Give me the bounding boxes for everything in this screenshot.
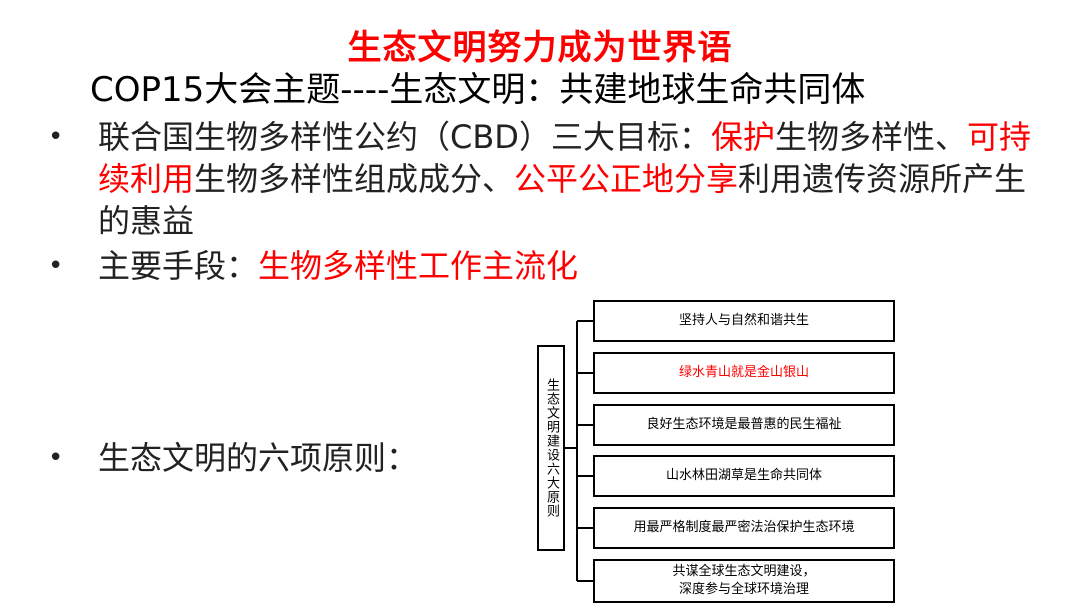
principle-label: 绿水青山就是金山银山 [678, 365, 809, 380]
principle-node: 良好生态环境是最普惠的民生福祉 [593, 404, 895, 446]
diagram-root-label: 生态文明建设六大原则 [544, 378, 559, 518]
highlight-protect: 保护 [710, 118, 775, 156]
principle-label: 用最严格制度最严密法治保护生态环境 [633, 520, 855, 535]
bullet-marker: • [48, 251, 64, 281]
principle-node: 用最严格制度最严密法治保护生态环境 [593, 507, 895, 549]
principle-node: 绿水青山就是金山银山 [593, 352, 895, 394]
bullet-marker: • [48, 122, 64, 152]
principle-node: 山水林田湖草是生命共同体 [593, 455, 895, 497]
principle-label: 良好生态环境是最普惠的民生福祉 [646, 417, 842, 432]
bullet-label: 主要手段： [98, 247, 259, 285]
bullet-text-part: 联合国生物多样性公约（CBD）三大目标： [98, 118, 711, 156]
principle-node: 坚持人与自然和谐共生 [593, 300, 895, 342]
slide-subtitle: COP15大会主题----生态文明：共建地球生命共同体 [90, 70, 866, 110]
bullet-label: 生态文明的六项原则： [98, 439, 419, 477]
bullet-text: 联合国生物多样性公约（CBD）三大目标：保护生物多样性、可持续利用生物多样性组成… [98, 116, 1058, 242]
principle-label: 坚持人与自然和谐共生 [678, 313, 809, 328]
principles-diagram: 生态文明建设六大原则 坚持人与自然和谐共生 绿水青山就是金山银山 良好生态环境是… [530, 296, 910, 608]
bullet-text: 生态文明的六项原则： [98, 437, 1058, 479]
connector-lines [565, 320, 593, 582]
principle-node: 共谋全球生态文明建设， 深度参与全球环境治理 [593, 559, 895, 603]
bullet-text-part: 生物多样性组成成分、 [194, 160, 515, 198]
bullet-marker: • [48, 443, 64, 473]
bullet-text: 主要手段：生物多样性工作主流化 [98, 245, 1058, 287]
slide-title: 生态文明努力成为世界语 [347, 28, 733, 68]
highlight-mainstreaming: 生物多样性工作主流化 [258, 247, 579, 285]
highlight-sustainable-use: 可持续利用 [98, 118, 1031, 198]
principle-label: 山水林田湖草是生命共同体 [665, 468, 822, 483]
highlight-fair-sharing: 公平公正地分享 [514, 160, 739, 198]
bullet-text-part: 生物多样性、 [774, 118, 967, 156]
diagram-root-node: 生态文明建设六大原则 [537, 345, 565, 551]
bullet-text-part: 利用遗传资源所产生的惠益 [98, 160, 1027, 240]
principle-label: 共谋全球生态文明建设， 深度参与全球环境治理 [672, 564, 816, 597]
